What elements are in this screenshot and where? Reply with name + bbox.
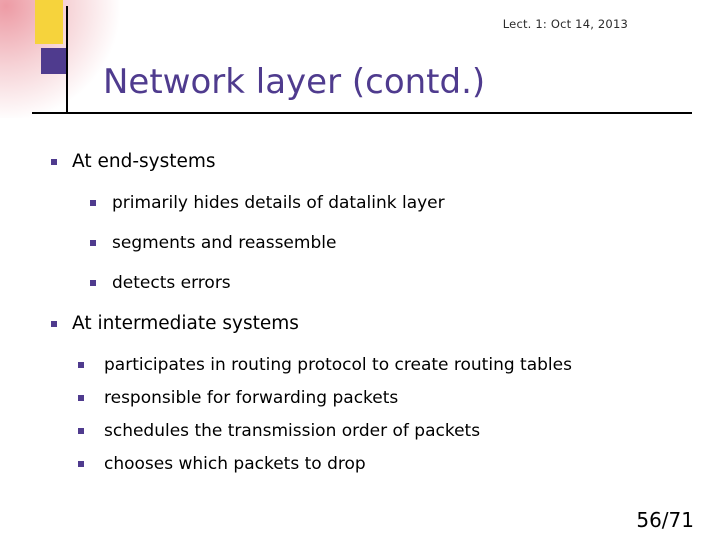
pink-gradient-blob bbox=[0, 0, 120, 118]
square-bullet-icon bbox=[90, 280, 96, 286]
list-item: responsible for forwarding packets bbox=[0, 385, 720, 412]
list-item-label: responsible for forwarding packets bbox=[104, 388, 399, 408]
list-item: participates in routing protocol to crea… bbox=[0, 352, 720, 379]
list-item: schedules the transmission order of pack… bbox=[0, 418, 720, 445]
list-item-label: detects errors bbox=[112, 273, 231, 293]
bullet-list: primarily hides details of datalink laye… bbox=[0, 192, 720, 295]
list-item: primarily hides details of datalink laye… bbox=[0, 192, 720, 215]
yellow-rectangle bbox=[35, 0, 63, 44]
square-bullet-icon bbox=[90, 240, 96, 246]
purple-square bbox=[41, 48, 67, 74]
slide-body: At end-systems primarily hides details o… bbox=[0, 150, 720, 484]
square-bullet-icon bbox=[51, 159, 57, 165]
page-number: 56/71 bbox=[636, 508, 694, 532]
square-bullet-icon bbox=[78, 461, 84, 467]
list-item-label: participates in routing protocol to crea… bbox=[104, 355, 572, 375]
list-item: chooses which packets to drop bbox=[0, 451, 720, 478]
square-bullet-icon bbox=[78, 362, 84, 368]
section-heading: At end-systems bbox=[0, 150, 720, 174]
section-heading-label: At intermediate systems bbox=[72, 313, 299, 334]
vertical-rule bbox=[66, 6, 68, 112]
section-end-systems: At end-systems primarily hides details o… bbox=[0, 150, 720, 295]
square-bullet-icon bbox=[78, 395, 84, 401]
list-item-label: segments and reassemble bbox=[112, 233, 337, 253]
bullet-list: participates in routing protocol to crea… bbox=[0, 352, 720, 478]
lecture-label: Lect. 1: Oct 14, 2013 bbox=[502, 17, 628, 31]
list-item-label: chooses which packets to drop bbox=[104, 454, 366, 474]
section-heading-label: At end-systems bbox=[72, 151, 216, 172]
horizontal-rule bbox=[32, 112, 692, 114]
page-title: Network layer (contd.) bbox=[103, 61, 486, 102]
list-item-label: primarily hides details of datalink laye… bbox=[112, 193, 445, 213]
square-bullet-icon bbox=[51, 321, 57, 327]
list-item-label: schedules the transmission order of pack… bbox=[104, 421, 481, 441]
square-bullet-icon bbox=[78, 428, 84, 434]
square-bullet-icon bbox=[90, 200, 96, 206]
list-item: segments and reassemble bbox=[0, 232, 720, 255]
list-item: detects errors bbox=[0, 272, 720, 295]
section-heading: At intermediate systems bbox=[0, 312, 720, 336]
section-intermediate-systems: At intermediate systems participates in … bbox=[0, 312, 720, 478]
